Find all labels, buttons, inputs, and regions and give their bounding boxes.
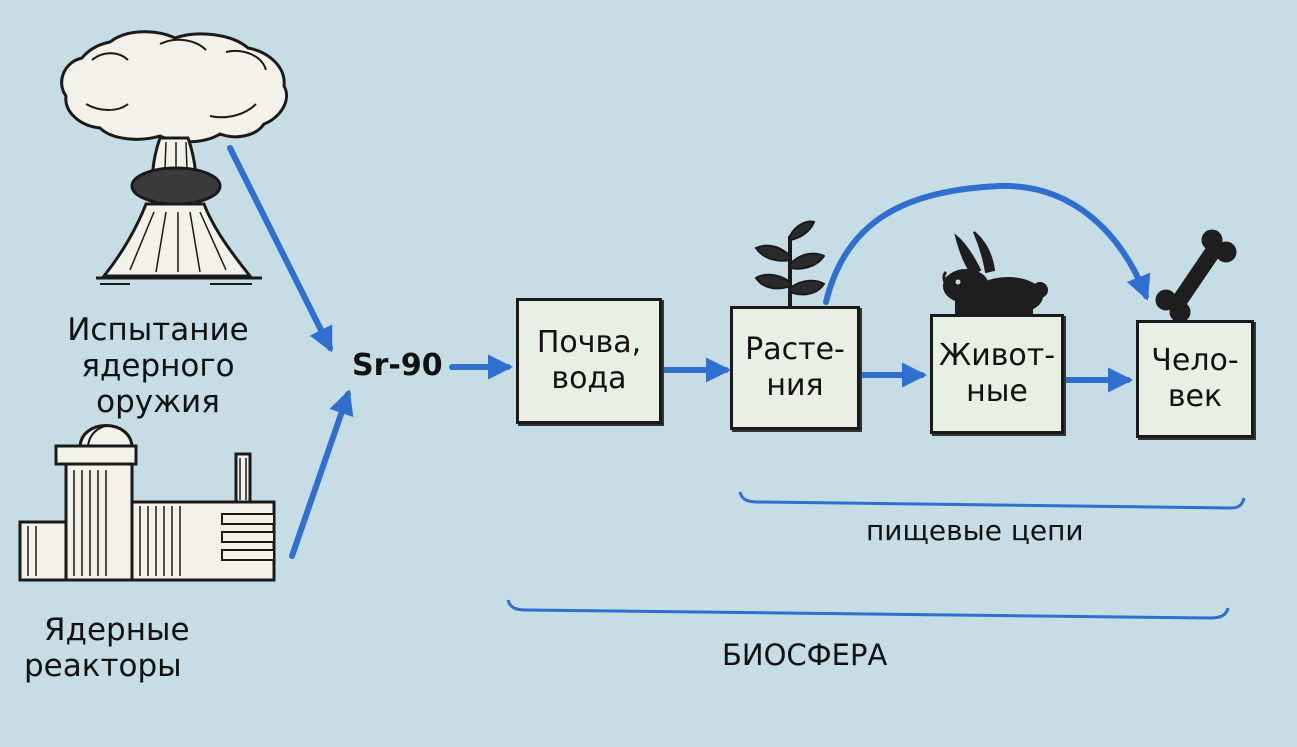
node-plants: Расте- ния [730, 306, 860, 430]
food-chain-brace [738, 491, 1246, 510]
mushroom-cloud-icon [60, 30, 288, 285]
nuclear-plant-icon [18, 424, 276, 582]
flow-arrows [227, 145, 1151, 559]
rabbit-icon [942, 231, 1048, 315]
node-human: Чело- век [1136, 320, 1254, 438]
sprout-icon [754, 220, 826, 306]
node-soil-water: Почва, вода [516, 298, 662, 424]
biosphere-label: БИОСФЕРА [722, 638, 888, 672]
biosphere-brace [506, 599, 1230, 620]
isotope-label: Sr-90 [352, 348, 443, 383]
arrow-weapons-to-sr90 [227, 145, 333, 353]
food-chains-label: пищевые цепи [866, 514, 1084, 547]
group-braces [506, 491, 1246, 620]
reactors-label: Ядерные реакторы [24, 612, 190, 684]
arrow-plants-to-human [823, 182, 1151, 305]
weapons-label: Испытание ядерного оружия [67, 312, 249, 420]
arrow-reactors-to-sr90 [289, 389, 354, 559]
node-animals: Живот- ные [930, 314, 1064, 434]
bone-icon [1155, 229, 1237, 323]
